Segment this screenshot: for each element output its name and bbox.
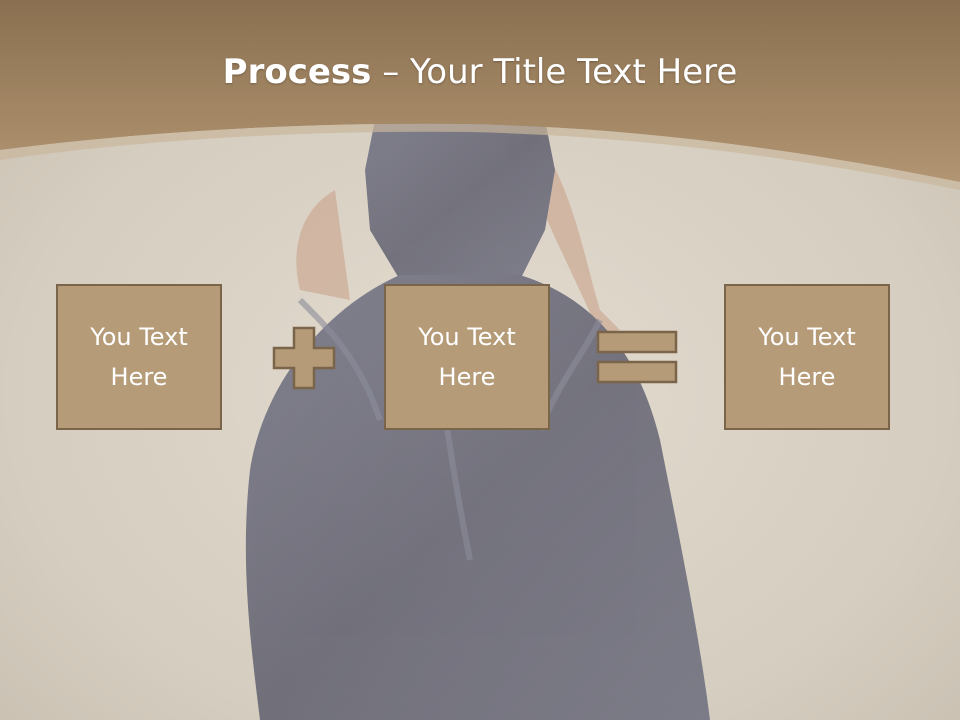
dress-figure bbox=[245, 120, 711, 720]
title-separator: – bbox=[371, 52, 411, 92]
title-bold: Process bbox=[222, 52, 372, 92]
text-box-3-label: You Text Here bbox=[758, 323, 856, 391]
title-rest: Your Title Text Here bbox=[410, 52, 738, 92]
text-box-2-label: You Text Here bbox=[418, 323, 516, 391]
text-box-2[interactable]: You Text Here bbox=[384, 284, 550, 430]
equals-icon bbox=[596, 330, 678, 384]
plus-icon bbox=[272, 326, 336, 390]
page-title: Process – Your Title Text Here bbox=[0, 52, 960, 92]
text-box-1-label: You Text Here bbox=[90, 323, 188, 391]
text-box-1[interactable]: You Text Here bbox=[56, 284, 222, 430]
text-box-3[interactable]: You Text Here bbox=[724, 284, 890, 430]
